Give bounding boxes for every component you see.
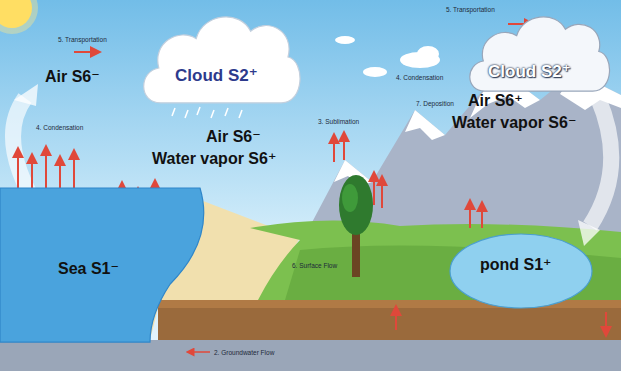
rain [172, 107, 242, 118]
process-label: 7. Deposition [416, 100, 454, 107]
tree-crown-light [342, 184, 358, 212]
state-label: Air S6⁻ [206, 128, 261, 146]
node-label: Sea S1⁻ [58, 260, 119, 278]
pond-region: pond S1⁺ [448, 232, 594, 310]
red-arrow [481, 206, 483, 228]
sun-glow [0, 0, 38, 34]
cloud-outline [135, 2, 305, 112]
process-label: 5. Transportation [446, 6, 495, 13]
process-label: 5. Transportation [58, 36, 107, 43]
red-arrow [469, 204, 471, 228]
node-label: Cloud S2⁺ [488, 62, 571, 82]
small-cloud [335, 36, 355, 44]
raindrop [197, 107, 200, 115]
red-arrow [190, 351, 210, 353]
raindrop [211, 110, 214, 118]
cloud-node: Cloud S2⁺ [462, 4, 614, 99]
small-cloud [363, 67, 387, 77]
small-cloud [417, 46, 439, 62]
pond-outline [450, 234, 592, 308]
red-arrow [395, 310, 397, 330]
process-label: 2. Groundwater Flow [214, 349, 274, 356]
cloud-outline [144, 17, 300, 103]
sea-outline [0, 188, 204, 342]
red-arrow [605, 312, 607, 332]
process-label: 3. Sublimation [318, 118, 359, 125]
raindrop [185, 110, 188, 118]
red-arrow [373, 176, 375, 205]
red-arrow [343, 136, 345, 160]
snow-cap [405, 110, 445, 140]
node-label: Cloud S2⁺ [175, 66, 258, 86]
process-label: 6. Surface Flow [292, 262, 337, 269]
raindrop [225, 108, 228, 116]
process-label: 4. Condensation [36, 124, 83, 131]
state-label: Water vapor S6⁺ [152, 150, 276, 168]
state-label: Water vapor S6⁻ [452, 114, 576, 132]
mountain [300, 70, 621, 250]
state-label: Air S6⁺ [468, 92, 523, 110]
node-label: pond S1⁺ [480, 256, 552, 274]
sea-outline [0, 188, 240, 340]
soil [158, 300, 621, 344]
process-label: 4. Condensation [396, 74, 443, 81]
red-arrow [74, 51, 96, 53]
sea-region: Sea S1⁻ [0, 188, 240, 340]
bedrock [0, 340, 621, 371]
red-arrow [333, 138, 335, 162]
state-label: Air S6⁻ [45, 68, 100, 86]
cloud-node: Cloud S2⁺ [135, 2, 305, 112]
cloud-outline [470, 17, 610, 91]
tree-crown [339, 175, 373, 235]
cycle-arrowhead [14, 84, 38, 106]
raindrop [172, 108, 175, 116]
raindrop [239, 110, 242, 118]
red-arrow [381, 180, 383, 208]
cycle-arrow [590, 98, 611, 226]
cloud-outline [462, 4, 614, 99]
cycle-arrowhead [578, 220, 600, 246]
